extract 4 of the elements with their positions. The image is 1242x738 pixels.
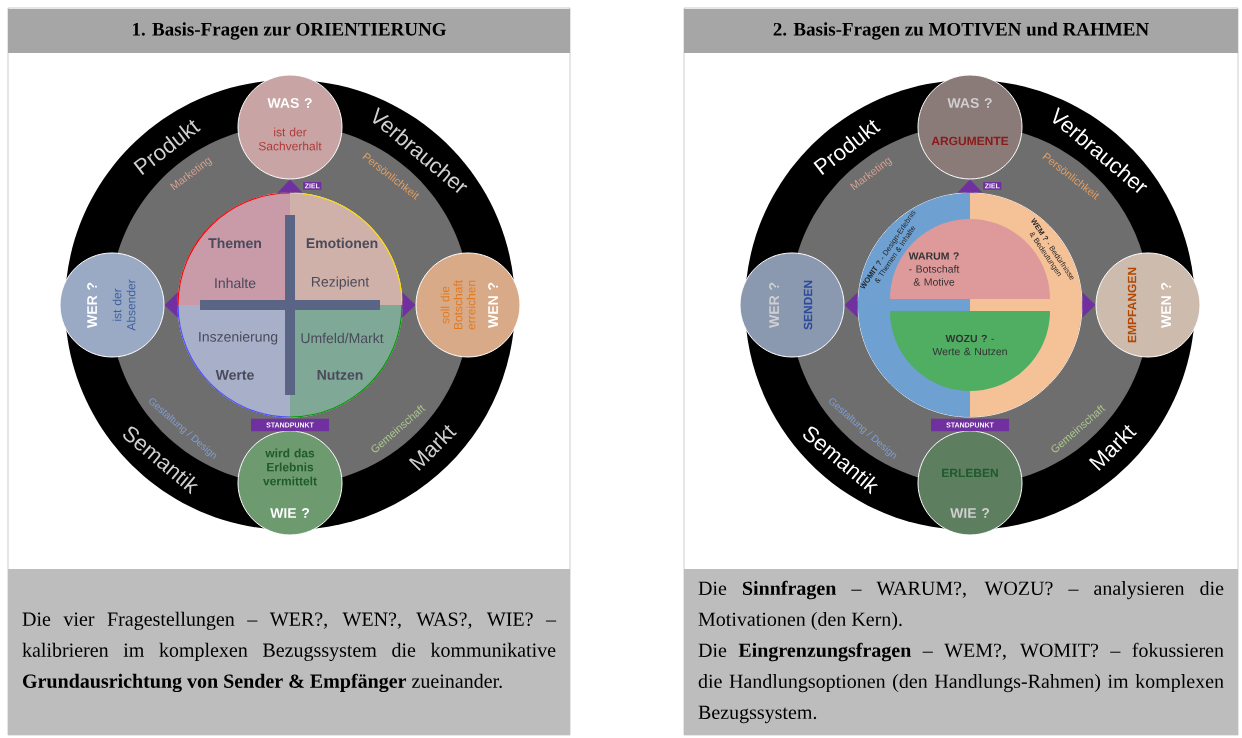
header-bar: 2. Basis-Fragen zu MOTIVEN und RAHMEN bbox=[684, 9, 1238, 53]
caption-panel: Die vier Fragestellungen – WER?, WEN?, WAS?, WIE? – kalibrieren im komplexen Bezugssystem die kommunikative Grundausrichtung von Sender & Empfänger zueinander. bbox=[8, 569, 570, 735]
header-bar: 1. Basis-Fragen zur ORIENTIERUNG bbox=[8, 9, 570, 53]
caption-panel: Die Sinnfragen – WARUM?, WOZU? – analysieren die Motivationen (den Kern). Die Eingrenzungsfragen – WEM?, WOMIT? – fokussieren die Handlungsoptionen (den Handlungs-Rahmen) im komplexen Bezugssystem. bbox=[684, 569, 1238, 735]
